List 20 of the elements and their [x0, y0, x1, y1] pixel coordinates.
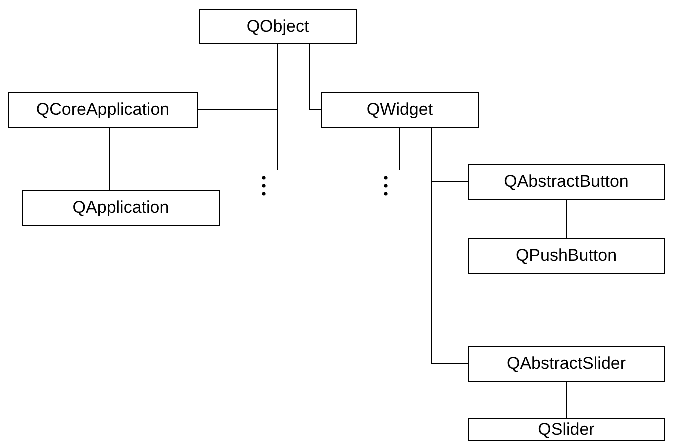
class-name: QSlider [538, 420, 595, 440]
connector-line [431, 128, 468, 364]
class-box [468, 238, 665, 274]
class-name: QApplication [72, 198, 170, 218]
class-box [22, 190, 220, 226]
class-name: QAbstractSlider [506, 354, 626, 374]
connector-line [566, 200, 567, 238]
class-box [199, 9, 357, 44]
class-box [8, 92, 198, 128]
connector-line [566, 382, 567, 418]
class-name: QObject [246, 16, 310, 36]
class-name: QAbstractButton [504, 172, 629, 192]
connector-line [309, 44, 322, 110]
class-box [468, 164, 665, 200]
class-name: QWidget [366, 100, 434, 120]
class-name: QCoreApplication [36, 100, 170, 120]
class-box [468, 346, 665, 382]
class-box [321, 92, 479, 128]
class-box [468, 418, 665, 441]
class-name: QPushButton [516, 246, 618, 266]
